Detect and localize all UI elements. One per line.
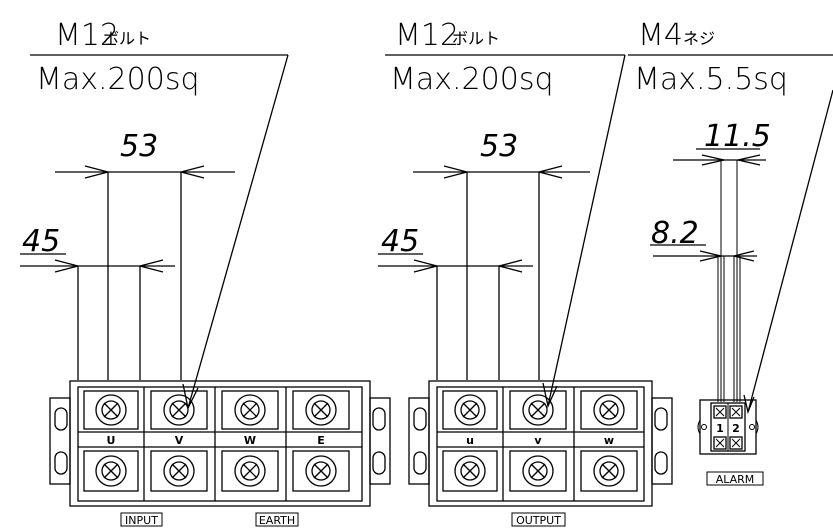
input-terminal-block: U V W E INPUT EARTH — [49, 380, 391, 527]
output-pitch-dim: 53 — [480, 129, 518, 164]
callout-output: M12 ボルト Max.200sq — [385, 18, 626, 409]
callout-input-spec: M12 — [55, 18, 119, 53]
callout-alarm-cable: Max.5.5sq — [634, 62, 788, 97]
alarm-gap-dim: 8.2 — [651, 216, 699, 251]
alarm-pitch-dim: 11.5 — [704, 119, 771, 154]
input-phase-v: V — [175, 434, 184, 447]
output-dimensions: 53 45 — [378, 129, 590, 380]
input-dimensions: 53 45 — [20, 129, 235, 380]
output-phase-u: u — [466, 434, 474, 447]
input-phase-e: E — [317, 434, 325, 447]
callout-input: M12 ボルト Max.200sq — [30, 18, 289, 410]
input-label: INPUT — [125, 514, 158, 527]
earth-label: EARTH — [259, 514, 295, 527]
output-label: OUTPUT — [516, 514, 561, 527]
output-gap-dim: 45 — [381, 224, 419, 259]
callout-alarm: M4 ネジ Max.5.5sq — [628, 18, 833, 415]
input-phase-w: W — [244, 434, 256, 447]
input-pitch-dim: 53 — [120, 129, 158, 164]
callout-input-kind: ボルト — [103, 29, 151, 48]
output-phase-v: v — [534, 434, 542, 447]
alarm-label: ALARM — [716, 473, 755, 486]
input-phase-u: U — [107, 434, 116, 447]
callout-output-spec: M12 — [395, 18, 459, 53]
alarm-dimensions: 11.5 8.2 — [650, 119, 771, 402]
input-gap-dim: 45 — [22, 224, 60, 259]
callout-output-kind: ボルト — [452, 29, 500, 48]
callout-alarm-kind: ネジ — [683, 29, 715, 48]
alarm-terminal-block: 1 2 ALARM — [697, 399, 764, 486]
alarm-terminal-1: 1 — [716, 422, 724, 435]
callout-alarm-spec: M4 — [638, 18, 683, 53]
alarm-terminal-2: 2 — [732, 422, 740, 435]
output-phase-w: w — [604, 434, 614, 447]
output-terminal-block: u v w OUTPUT — [408, 380, 673, 527]
callout-input-cable: Max.200sq — [36, 62, 200, 97]
callout-output-cable: Max.200sq — [390, 62, 554, 97]
